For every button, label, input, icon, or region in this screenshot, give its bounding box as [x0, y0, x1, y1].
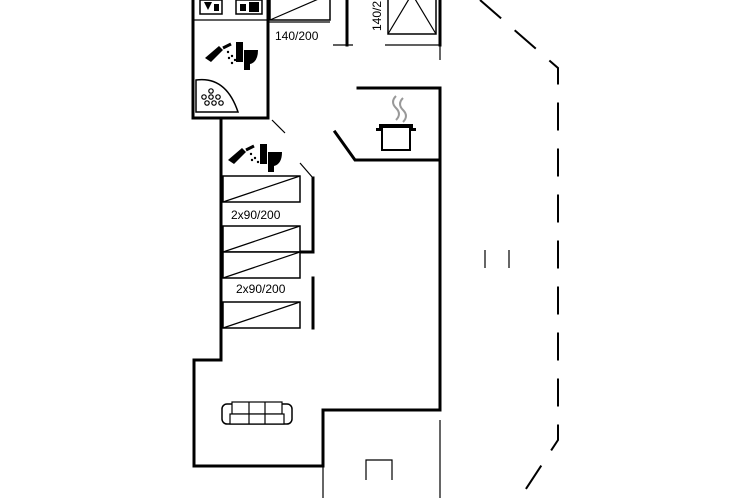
- bedroom-entry: [299, 162, 314, 179]
- bathroom-1: [195, 0, 263, 113]
- washing-machine-mark: [204, 2, 219, 11]
- double-bed-vertical: [387, 0, 437, 35]
- cooking-pot-icon: [376, 95, 416, 151]
- bed-label-vertical: 140/2: [370, 1, 384, 31]
- bath2-door-line: [271, 119, 286, 134]
- bedroom-top: 140/200 140/2: [269, 0, 437, 43]
- double-bed-top: [269, 0, 331, 21]
- bathroom-2: [228, 144, 282, 172]
- terrace: [479, 0, 559, 498]
- bed-label-top: 140/200: [275, 29, 319, 43]
- bedroom-twin-2: 2x90/200: [222, 251, 301, 329]
- toilet-icon: [236, 42, 258, 70]
- bed-label-twin-1: 2x90/200: [231, 208, 281, 222]
- kitchen-counter: [332, 86, 442, 162]
- dryer-mark: [240, 2, 259, 12]
- walls: [191, 0, 442, 498]
- sofa-icon: [221, 401, 293, 425]
- bedroom-twin-1: 2x90/200: [222, 175, 301, 253]
- shower-icon: [228, 144, 260, 164]
- bed-label-twin-2: 2x90/200: [236, 282, 286, 296]
- shower-icon: [205, 42, 237, 65]
- sauna-stove-icon: [195, 78, 240, 113]
- terrace-outline: [479, 0, 559, 498]
- toilet-icon: [260, 144, 282, 172]
- entrance-step: [365, 459, 393, 480]
